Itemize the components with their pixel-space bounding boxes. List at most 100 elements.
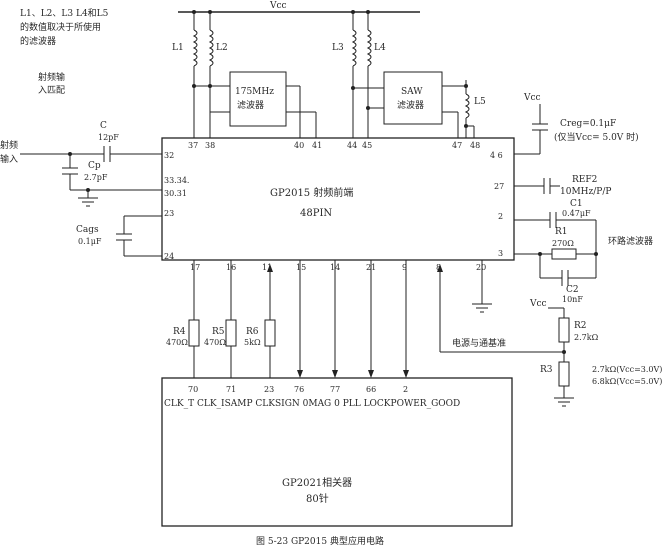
gp2015-name: GP2015 射频前端 bbox=[270, 186, 353, 199]
arrow-head bbox=[368, 370, 374, 378]
gp2021-pin-77: 77 bbox=[330, 385, 340, 394]
cags-value: 0.1μF bbox=[78, 237, 102, 246]
filter-175mhz-label-1: 175MHz bbox=[235, 87, 274, 97]
c2-label: C2 bbox=[566, 285, 579, 295]
arrow-head bbox=[403, 370, 409, 378]
capacitor-c5: C 12pF bbox=[98, 121, 162, 162]
cp-value: 2.7pF bbox=[84, 173, 108, 182]
pin-33-34: 33.34. bbox=[164, 176, 189, 185]
r1-value: 270Ω bbox=[552, 239, 574, 248]
inductor-l4: L4 bbox=[366, 12, 386, 138]
vcc-top-label: Vcc bbox=[269, 1, 287, 11]
gp2021-pin-66: 66 bbox=[366, 385, 376, 394]
gp2021-pin-2: 2 bbox=[403, 385, 408, 394]
pin-23-a: 23 bbox=[164, 209, 174, 218]
pin-20: 20 bbox=[476, 263, 486, 272]
capacitor-ref2 bbox=[514, 178, 560, 194]
pin-9: 9 bbox=[402, 263, 407, 272]
resistor-r5 bbox=[225, 319, 237, 347]
gp2021-pin-70: 70 bbox=[188, 385, 198, 394]
c1-value: 0.47μF bbox=[562, 209, 591, 218]
l5-label: L5 bbox=[474, 97, 486, 107]
vcc-right-label: Vcc bbox=[523, 93, 541, 103]
gp2021-chip bbox=[161, 377, 513, 527]
ground-symbol bbox=[78, 197, 98, 207]
pin-17: 17 bbox=[190, 263, 200, 272]
pin-15: 15 bbox=[296, 263, 306, 272]
gp2015-chip bbox=[161, 137, 515, 261]
rf-match-label-2: 入匹配 bbox=[38, 85, 65, 96]
cp-label: Cp bbox=[88, 161, 101, 171]
gp2021-pin-count: 80针 bbox=[306, 492, 329, 505]
pin-48: 48 bbox=[470, 141, 480, 150]
figure-caption: 图 5-23 GP2015 典型应用电路 bbox=[256, 535, 384, 547]
gp2021-signal-names: CLK_T CLK_ISAMP CLKSIGN 0MAG 0 PLL LOCKP… bbox=[164, 399, 460, 409]
c5-label: C bbox=[100, 121, 107, 131]
r6-value: 5kΩ bbox=[244, 338, 261, 347]
pin-27: 27 bbox=[494, 182, 504, 191]
capacitor-creg bbox=[532, 104, 548, 154]
pin-32: 32 bbox=[164, 151, 174, 160]
pin-44: 44 bbox=[347, 141, 357, 150]
gp2021-name: GP2021相关器 bbox=[282, 476, 352, 489]
c1-label: C1 bbox=[570, 199, 583, 209]
pin-3: 3 bbox=[498, 249, 503, 258]
saw-filter-label-1: SAW bbox=[401, 87, 423, 97]
creg-note: (仅当Vcc= 5.0V 时) bbox=[554, 131, 639, 143]
ground-symbol bbox=[472, 303, 492, 313]
rf-match-label-1: 射频输 bbox=[38, 71, 65, 83]
pin-47: 47 bbox=[452, 141, 462, 150]
l1-label: L1 bbox=[172, 43, 184, 53]
r3-value-3v: 2.7kΩ(Vcc=3.0V) bbox=[592, 365, 662, 374]
pin-2-a: 2 bbox=[498, 212, 503, 221]
arrow-head bbox=[332, 370, 338, 378]
ref2-value: 10MHz/P/P bbox=[560, 187, 611, 197]
l4-label: L4 bbox=[374, 43, 386, 53]
rf-input-label-1: 射频 bbox=[0, 139, 18, 151]
resistor-r6 bbox=[264, 319, 276, 347]
inductor-l3: L3 bbox=[332, 12, 357, 138]
saw-filter-box bbox=[383, 71, 443, 125]
capacitor-cags: Cags 0.1μF bbox=[76, 215, 162, 257]
c2-value: 10nF bbox=[562, 295, 583, 304]
c5-value: 12pF bbox=[98, 133, 119, 142]
pin-24: 24 bbox=[164, 252, 174, 261]
r5-label: R5 bbox=[212, 327, 225, 337]
pin-37: 37 bbox=[188, 141, 198, 150]
r2-label: R2 bbox=[574, 321, 587, 331]
saw-filter-label-2: 滤波器 bbox=[397, 99, 424, 111]
note-line-2: 的数值取决于所使用 bbox=[20, 21, 101, 33]
l3-label: L3 bbox=[332, 43, 344, 53]
creg-label: Creg=0.1μF bbox=[560, 119, 616, 129]
r4-label: R4 bbox=[173, 327, 186, 337]
l2-label: L2 bbox=[216, 43, 228, 53]
vcc-bottom-label: Vcc bbox=[529, 299, 547, 309]
arrow-head bbox=[267, 264, 273, 272]
inductor-l2: L2 bbox=[208, 12, 228, 138]
resistor-r1 bbox=[540, 248, 596, 260]
ref2-label: REF2 bbox=[572, 175, 597, 185]
pin-40: 40 bbox=[294, 141, 304, 150]
cags-label: Cags bbox=[76, 225, 99, 235]
filter-175mhz-box bbox=[229, 71, 287, 127]
inductor-l1: L1 bbox=[172, 12, 198, 138]
filter-175mhz-label-2: 滤波器 bbox=[237, 99, 264, 111]
ground-symbol bbox=[554, 397, 574, 407]
resistor-r4 bbox=[188, 319, 200, 347]
r3-value-5v: 6.8kΩ(Vcc=5.0V) bbox=[592, 377, 662, 386]
arrow-head bbox=[297, 370, 303, 378]
loop-filter-label: 环路滤波器 bbox=[608, 235, 653, 247]
inductor-l5: L5 bbox=[464, 80, 486, 138]
gp2021-pin-71: 71 bbox=[226, 385, 236, 394]
note-line-3: 的滤波器 bbox=[20, 35, 56, 47]
resistor-r2 bbox=[558, 317, 570, 362]
r1-label: R1 bbox=[555, 227, 568, 237]
pin-11: 11 bbox=[262, 263, 272, 272]
pin-45: 45 bbox=[362, 141, 372, 150]
pin-30-31: 30.31 bbox=[164, 189, 187, 198]
rf-input-label-2: 输入 bbox=[0, 153, 18, 165]
gp2015-pin-count: 48PIN bbox=[300, 208, 332, 219]
r4-value: 470Ω bbox=[166, 338, 188, 347]
pin-41: 41 bbox=[312, 141, 322, 150]
